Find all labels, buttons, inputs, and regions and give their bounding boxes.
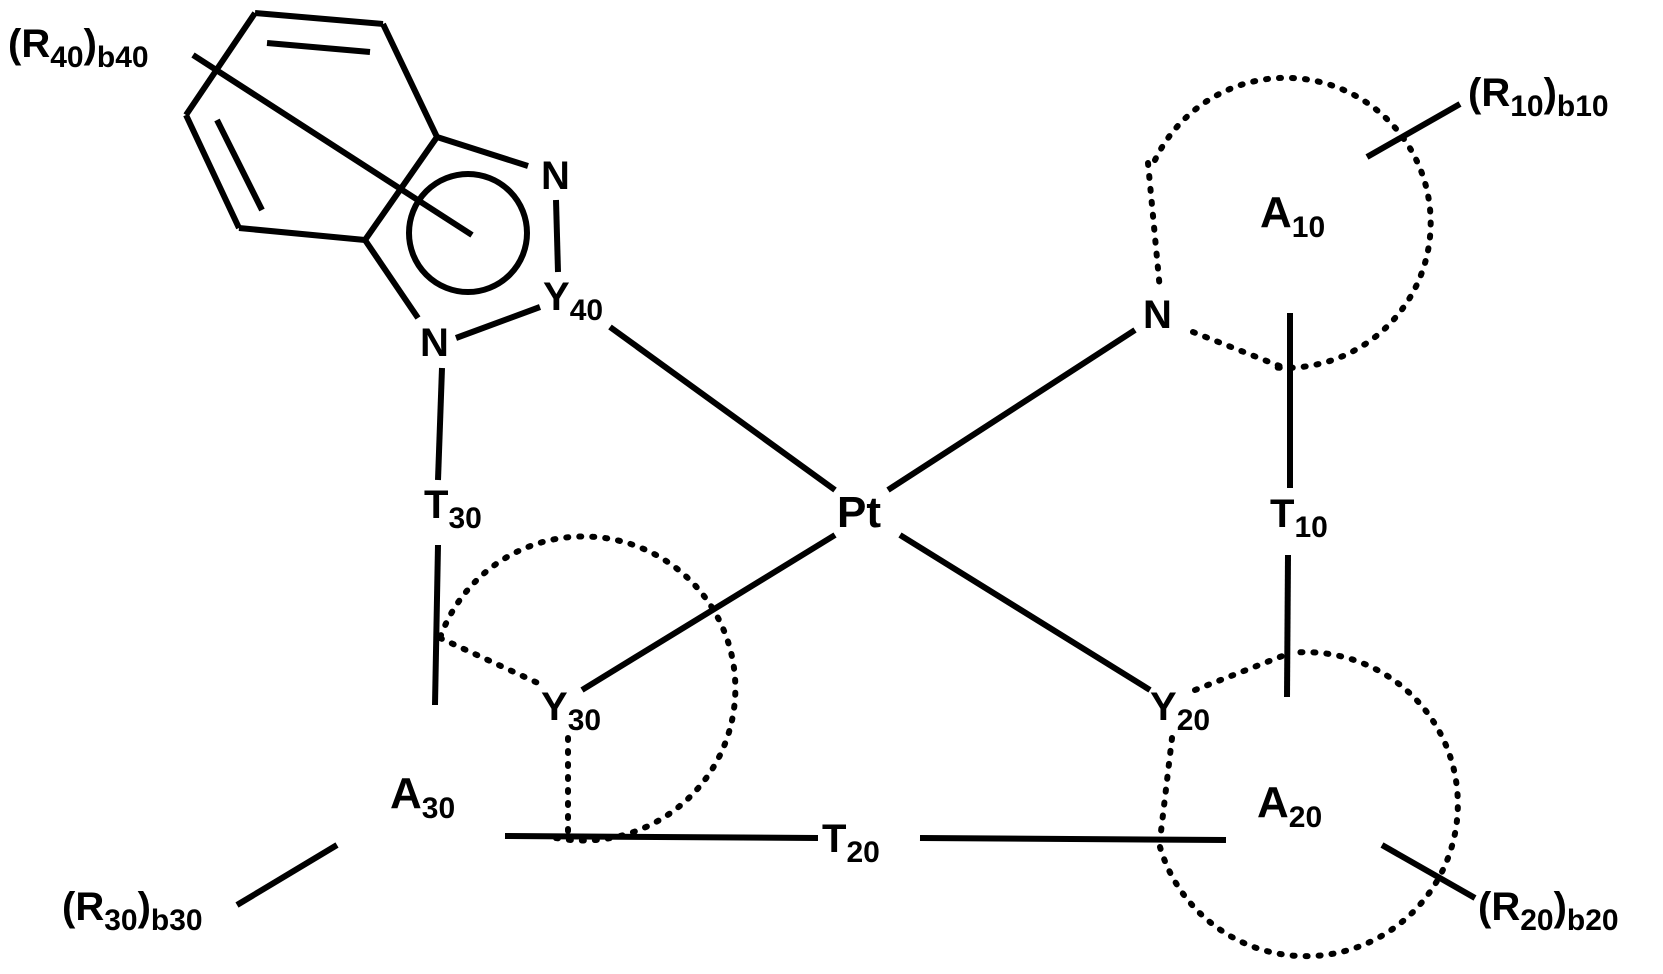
y40-label: Y40 (543, 275, 603, 327)
substituent-r20-label: (R20)b20 (1478, 885, 1619, 937)
linker-t20-label: T20 (822, 817, 880, 869)
benzene-bond-5 (186, 115, 239, 228)
bond-y20-pt (900, 535, 1150, 690)
dashed-bond-a10-n (1148, 163, 1160, 290)
benzene-double-bond-a (267, 43, 370, 52)
dashed-bond-n-a10 (1193, 332, 1282, 367)
y30-label: Y30 (541, 685, 601, 737)
ring-a20-label: A20 (1257, 778, 1322, 834)
dashed-bond-y20-a20 (1195, 653, 1290, 690)
bond-t20-a20 (920, 838, 1226, 840)
benzene-bond-4 (239, 228, 365, 240)
dashed-bond-a30-y30 (440, 638, 540, 684)
dashed-bond-y20-down (1160, 738, 1172, 840)
imidazole-bond-y40-n (456, 307, 540, 338)
benzene-bond-2 (383, 24, 437, 137)
imidazole-bond-n-top-y40 (556, 200, 558, 272)
substituent-r30-label: (R30)b30 (62, 885, 203, 937)
bond-t10-a20 (1287, 555, 1288, 697)
linker-t30-label: T30 (424, 483, 482, 535)
bond-n-t30 (438, 368, 442, 480)
bond-n-pt (888, 330, 1135, 490)
y20-label: Y20 (1150, 685, 1210, 737)
substituent-r10-label: (R10)b10 (1468, 71, 1609, 123)
bond-y30-pt (582, 535, 835, 690)
ring-a10-label: A10 (1260, 188, 1325, 244)
linker-t10-label: T10 (1270, 492, 1328, 544)
nitrogen-top-label: N (541, 154, 570, 198)
ring-a30-label: A30 (390, 769, 455, 825)
benzene-bond-6 (186, 13, 255, 115)
bond-y40-pt (610, 327, 835, 490)
imidazole-bond-c-n-top (437, 137, 528, 166)
nitrogen-ring10-label: N (1143, 293, 1172, 337)
platinum-label: Pt (837, 488, 881, 537)
nitrogen-lower-label: N (420, 321, 449, 365)
bond-t30-a30 (435, 545, 438, 705)
substituent-bond-r30 (237, 845, 337, 905)
bond-a30-t20 (505, 836, 818, 838)
benzene-bond-1 (255, 13, 383, 24)
substituent-r40-label: (R40)b40 (8, 22, 149, 74)
